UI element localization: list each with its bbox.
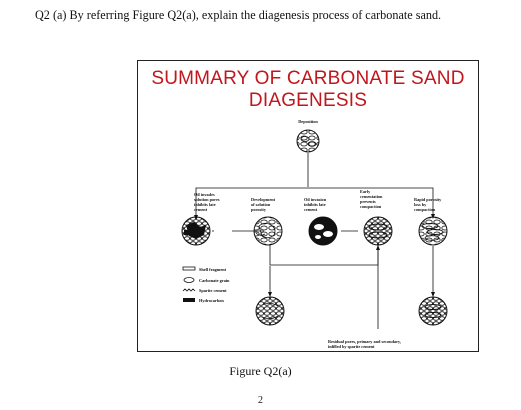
oil-invasion-circle: [308, 216, 338, 246]
svg-text:inhibits late: inhibits late: [304, 202, 326, 207]
early-cementation-circle: [363, 216, 393, 246]
development-circle: [253, 216, 283, 246]
label-oil-invades: Oil invades solution pores inhibits late…: [194, 192, 220, 212]
rapid-porosity-circle: [418, 216, 448, 246]
shell-fragment-icon: [182, 266, 196, 271]
label-oil-invasion: Oil invasion inhibits late cement: [304, 197, 327, 212]
oil-invades-circle: [181, 216, 211, 246]
legend: Shell fragment Carbonate grain Sparite c…: [182, 266, 230, 303]
svg-text:loss by: loss by: [414, 202, 427, 207]
svg-text:Shell fragment: Shell fragment: [199, 267, 227, 272]
legend-carbonate-grain: Carbonate grain: [183, 277, 230, 283]
figure-q2a: SUMMARY OF CARBONATE SAND DIAGENESIS: [137, 60, 479, 352]
svg-text:infilled by sparite cement: infilled by sparite cement: [328, 344, 375, 349]
deposition-circle: [296, 129, 320, 153]
legend-sparite-cement: Sparite cement: [182, 288, 227, 293]
svg-text:Rapid porosity: Rapid porosity: [414, 197, 442, 202]
question-text: Q2 (a) By referring Figure Q2(a), explai…: [35, 8, 442, 22]
svg-text:cement: cement: [194, 207, 208, 212]
svg-text:Hydrocarbon: Hydrocarbon: [199, 298, 224, 303]
svg-text:solution pores: solution pores: [194, 197, 220, 202]
svg-text:inhibits late: inhibits late: [194, 202, 216, 207]
svg-text:Development: Development: [251, 197, 276, 202]
svg-text:compaction: compaction: [414, 207, 436, 212]
residual-circle-right: [418, 296, 448, 326]
figure-title-line-1: SUMMARY OF CARBONATE SAND: [151, 68, 465, 89]
svg-text:Oil invades: Oil invades: [194, 192, 215, 197]
svg-text:of solution: of solution: [251, 202, 271, 207]
svg-text:Sparite cement: Sparite cement: [199, 288, 227, 293]
label-residual: Residual pores, primary and secondary, i…: [328, 339, 401, 349]
label-deposition: Deposition: [298, 119, 318, 124]
figure-caption: Figure Q2(a): [229, 364, 292, 378]
carbonate-grain-icon: [183, 277, 195, 283]
legend-shell-fragment: Shell fragment: [182, 266, 227, 272]
sparite-cement-icon: [182, 288, 196, 292]
diagenesis-diagram: Deposition: [181, 119, 448, 349]
svg-text:prevents: prevents: [360, 199, 376, 204]
svg-text:Carbonate grain: Carbonate grain: [199, 278, 230, 283]
svg-text:Early: Early: [360, 189, 371, 194]
label-early-cementation: Early cementation prevents compaction: [360, 189, 383, 209]
flow-lines: [195, 153, 434, 329]
svg-text:Residual pores, primary and se: Residual pores, primary and secondary,: [328, 339, 401, 344]
svg-text:cement: cement: [304, 207, 318, 212]
figure-title: SUMMARY OF CARBONATE SAND DIAGENESIS: [138, 68, 478, 112]
label-development: Development of solution porosity: [251, 197, 276, 212]
svg-text:porosity: porosity: [251, 207, 267, 212]
label-rapid-porosity: Rapid porosity loss by compaction: [414, 197, 442, 212]
svg-text:compaction: compaction: [360, 204, 382, 209]
figure-title-line-2: DIAGENESIS: [248, 90, 368, 111]
residual-circle-left: [255, 296, 285, 326]
legend-hydrocarbon: Hydrocarbon: [183, 298, 224, 303]
svg-text:cementation: cementation: [360, 194, 383, 199]
svg-text:Oil invasion: Oil invasion: [304, 197, 327, 202]
page-number: 2: [258, 395, 263, 406]
hydrocarbon-icon: [183, 298, 195, 302]
